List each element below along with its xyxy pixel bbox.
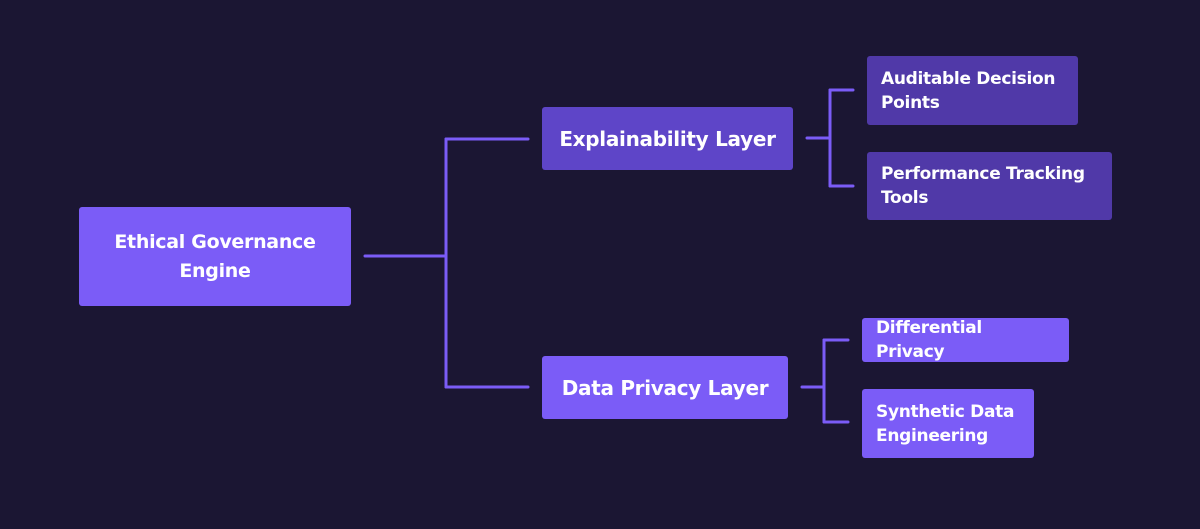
explainability-layer-node: Explainability Layer [542, 107, 793, 170]
differential-privacy-node: Differential Privacy [862, 318, 1069, 362]
data-privacy-layer-label: Data Privacy Layer [561, 375, 769, 400]
root-node: Ethical Governance Engine [79, 207, 351, 306]
auditable-decision-points-node: Auditable Decision Points [867, 56, 1078, 125]
data-privacy-layer-node: Data Privacy Layer [542, 356, 788, 419]
differential-privacy-label: Differential Privacy [876, 318, 982, 362]
performance-tracking-tools-label: Performance Tracking Tools [881, 164, 1085, 208]
auditable-decision-points-label: Auditable Decision Points [881, 68, 1056, 113]
root-node-label: Ethical Governance Engine [114, 230, 316, 282]
explainability-layer-label: Explainability Layer [559, 126, 776, 151]
synthetic-data-engineering-label: Synthetic Data Engineering [876, 401, 1015, 446]
synthetic-data-engineering-node: Synthetic Data Engineering [862, 389, 1034, 458]
performance-tracking-tools-node: Performance Tracking Tools [867, 152, 1112, 220]
